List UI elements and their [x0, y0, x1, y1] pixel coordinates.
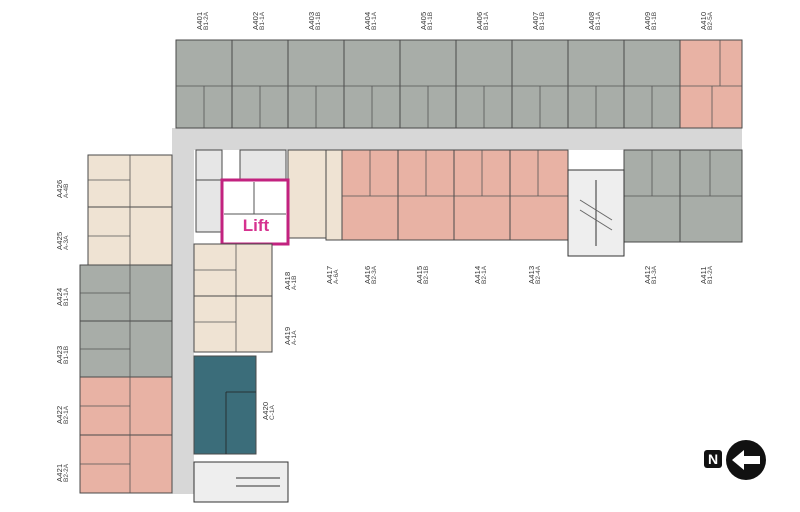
unit-a420 — [193, 355, 257, 455]
unit-a413 — [509, 149, 569, 241]
corridors — [172, 128, 742, 494]
north-wing-units — [175, 39, 743, 129]
north-indicator: N — [704, 440, 768, 480]
north-letter: N — [704, 450, 722, 468]
unit-a419 — [193, 295, 273, 353]
lift-label: Lift — [242, 216, 270, 235]
north-wing-partitions — [176, 40, 742, 128]
inner-wing-partitions — [194, 244, 256, 454]
unit-a417 — [325, 149, 343, 241]
west-wing-units — [79, 154, 173, 494]
south-stair — [193, 461, 289, 503]
east-stair — [567, 169, 625, 257]
unit-a410 — [679, 39, 743, 129]
north-arrow-icon — [726, 440, 766, 480]
inner-wing-units — [193, 243, 273, 455]
west-wing-partitions — [80, 155, 131, 493]
lift-box — [220, 178, 290, 246]
east-wing-partitions — [342, 150, 742, 197]
central-core — [195, 149, 327, 239]
